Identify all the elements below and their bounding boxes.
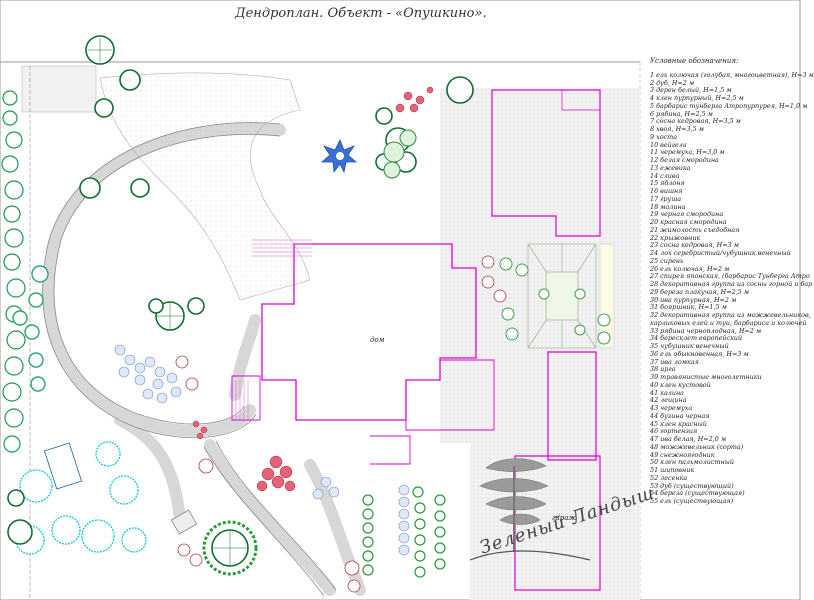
legend: Условные обозначения: 1 ель колючая (гол… [650,57,814,506]
garage-label: гараж [552,514,577,522]
legend-item: 35 чубушник венечный [650,342,729,350]
decorative-group [383,129,417,179]
legend-item: 50 клен пальмолистный [650,458,735,467]
legend-item: 31 бояршник, Н=1,5 м [650,303,727,312]
legend-item: 45 клен красный [650,419,707,428]
legend-item: 11 черемуха, Н=3,0 м [650,148,725,157]
legend-item: 23 сосна кедровая, Н=3 м [650,241,739,250]
legend-item: 3 дерен белый, Н=1,5 м [650,86,732,95]
legend-item: 37 ива ломкая [650,357,699,366]
legend-item: 8 хвоя, Н=3,5 м [650,125,704,133]
legend-item: 7 сосна кедровая, Н=3,5 м [650,117,741,126]
legend-item: 53 дуб (существующий) [650,481,734,490]
legend-item: 49 снежноягодник [650,450,715,459]
legend-item: 44 бузина черная [650,411,710,420]
circular-hedge [202,520,258,576]
legend-item: 1 ель колючая (голубая, многоцветная), Н… [650,70,814,79]
legend-item: 25 сирень [650,256,684,265]
legend-item: 43 черемуха [650,404,693,412]
legend-item: 14 слива [650,171,680,180]
bench [170,509,198,535]
legend-item: 39 травянистые многолетники [650,373,762,381]
legend-item: 54 береза (существующая) [650,489,745,498]
house-outline [231,243,495,465]
legend-item: 55 ель (существующая) [650,497,734,505]
flowerbed-pink [99,72,311,301]
legend-item: 29 береза плакучая, Н=2,5 м [650,287,750,296]
legend-item: 13 ежевика [650,163,691,172]
legend-item: 20 красная смородина [650,218,727,226]
legend-item: 5 барбарис тунберга Атропурпурея, Н=1,0 … [650,101,808,110]
legend-item: 42 лещина [650,396,687,405]
legend-items: 1 ель колючая (голубая, многоцветная), Н… [650,70,814,506]
legend-item: 26 ель колючая, Н=2 м [650,264,730,273]
shrub-blue [114,344,410,556]
outbuilding [491,89,601,237]
legend-title: Условные обозначения: [650,57,739,65]
legend-item: 17 груша [650,194,682,203]
legend-item: 40 клен кустовой [650,380,711,389]
legend-item: 2 дуб, Н=2 м [650,78,695,87]
legend-item: 19 черная смородина [650,210,724,219]
legend-item: 28 декоративная группа из сосны горной и… [650,280,813,288]
legend-item: 27 спирея японская, (барбарис Тунберга А… [650,272,810,281]
legend-item: 15 яблоня [650,179,685,188]
fruit-trees-cyan [15,441,147,555]
legend-item: 30 ива пурпурная, Н=2 м [650,295,737,304]
legend-item: 12 белая смородина [650,156,719,164]
hedge-left [1,90,26,453]
legend-item: 47 ива белая, Н=2,0 м [650,435,727,443]
legend-item: 24 лох серебристый/чубушник венечный [650,249,791,257]
parterre [527,243,597,349]
legend-item: 46 гортензия [650,427,698,436]
legend-item: 22 крыжовник [650,233,701,242]
legend-item: 34 бересклет европейский [650,334,743,343]
legend-item: 51 шиповник [650,466,695,474]
shrubs-numbered [175,255,507,593]
legend-item: карликовых елей и туи, барбариса и колюч… [650,318,807,327]
flowers-red [192,86,434,492]
legend-item: 38 ирга [650,365,676,374]
legend-item: 10 вейгела [650,140,687,149]
neighbor-area [21,65,97,113]
legend-item: 9 хоста [650,132,677,141]
legend-item: 4 клен пурпурный, Н=2,5 м [650,94,744,102]
legend-item: 36 ель обыкновенная, Н=3 м [650,349,749,358]
house-label: дом [370,336,385,344]
legend-item: 6 рябина, Н=2,5 м [650,109,713,118]
legend-item: 16 вишня [650,187,683,195]
legend-item: 18 малина [650,202,686,211]
logo-emblem [479,458,549,552]
legend-item: 48 можжевельник (сорта) [650,442,744,451]
conifer-rows [362,486,446,578]
legend-item: 32 декоративная группа из можжевельников… [650,311,811,319]
plan-title: Дендроплан. Объект - «Опушкино». [235,6,487,21]
legend-item: 41 калина [650,388,684,397]
legend-item: 33 рябина черноплодная, Н=2 м [650,326,762,335]
legend-item: 52 лесенка [650,473,688,482]
legend-item: 21 жимолость съедобная [650,225,740,234]
